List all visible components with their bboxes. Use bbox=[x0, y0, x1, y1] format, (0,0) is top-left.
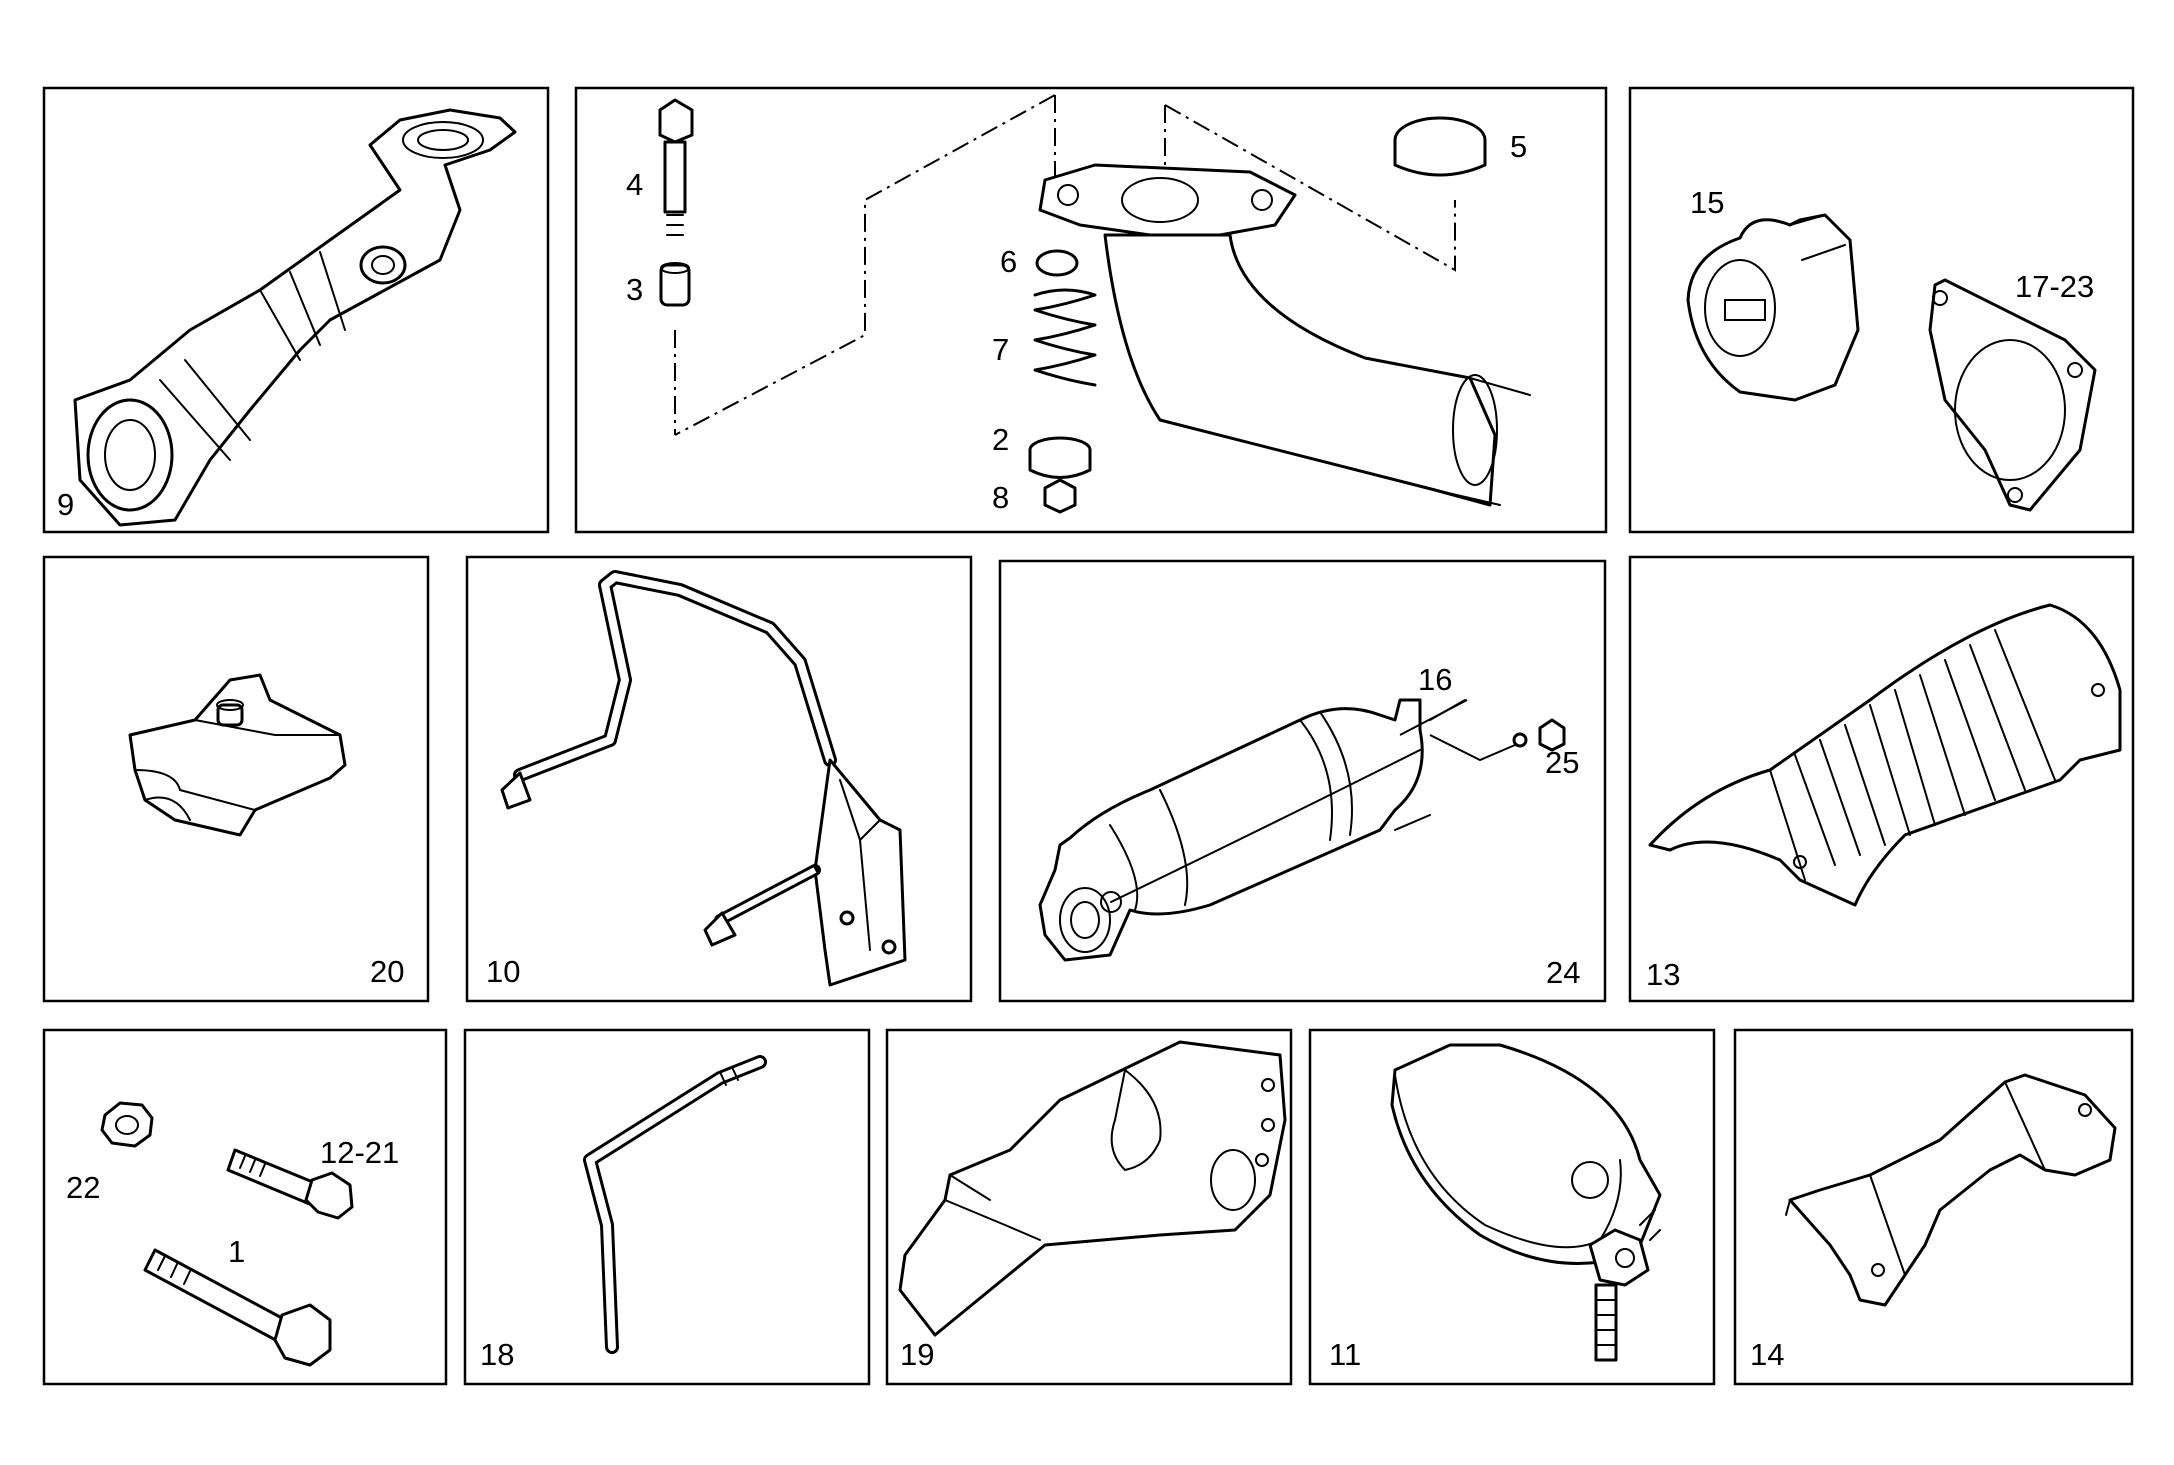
panel-24: 16 25 24 bbox=[998, 559, 1607, 1003]
callout-10: 10 bbox=[486, 954, 520, 989]
panel-14: 14 bbox=[1733, 1028, 2134, 1386]
panel-bolts-nut: 22 12-21 1 bbox=[42, 1028, 448, 1386]
heat-shield-19-drawing bbox=[898, 1040, 1287, 1337]
spring-7-drawing bbox=[1033, 288, 1097, 387]
callout-25: 25 bbox=[1545, 745, 1579, 780]
panel-18: 18 bbox=[463, 1028, 871, 1386]
callout-8: 8 bbox=[992, 480, 1009, 515]
callout-14: 14 bbox=[1750, 1337, 1784, 1372]
pipe-bracket-10-drawing bbox=[500, 570, 907, 987]
washer-25-drawing bbox=[1512, 732, 1528, 748]
callout-1: 1 bbox=[228, 1234, 245, 1269]
callout-24: 24 bbox=[1546, 955, 1580, 990]
bolt-1-drawing bbox=[143, 1248, 332, 1367]
callout-3: 3 bbox=[626, 272, 643, 307]
panel-20: 20 bbox=[42, 555, 430, 1003]
callout-16: 16 bbox=[1418, 662, 1452, 697]
sleeve-3-drawing bbox=[659, 262, 691, 307]
panel-mount-and-gasket: 15 17-23 bbox=[1628, 86, 2135, 534]
callout-18: 18 bbox=[480, 1337, 514, 1372]
callout-19: 19 bbox=[900, 1337, 934, 1372]
panel-11: 11 bbox=[1308, 1028, 1716, 1386]
callout-5: 5 bbox=[1510, 129, 1527, 164]
panel-10: 10 bbox=[465, 555, 973, 1003]
ring-2-drawing bbox=[1028, 436, 1092, 479]
callout-2: 2 bbox=[992, 422, 1009, 457]
panel-9: 9 bbox=[42, 86, 550, 534]
leader-line-16-25 bbox=[1399, 699, 1516, 762]
callout-13: 13 bbox=[1646, 957, 1680, 992]
callout-9: 9 bbox=[57, 487, 74, 522]
panel-13: 13 bbox=[1628, 555, 2135, 1003]
callout-17-23: 17-23 bbox=[2015, 269, 2094, 304]
nut-22-drawing bbox=[100, 1101, 154, 1148]
bolt-12-21-drawing bbox=[226, 1148, 354, 1220]
callout-15: 15 bbox=[1690, 185, 1724, 220]
callout-11: 11 bbox=[1329, 1337, 1361, 1372]
bolt-4-drawing bbox=[658, 98, 694, 236]
clamp-bracket-20-drawing bbox=[128, 673, 347, 837]
gasket-5-drawing bbox=[1393, 116, 1487, 177]
callout-7: 7 bbox=[992, 332, 1009, 367]
nut-25-drawing bbox=[1538, 718, 1566, 752]
band-clamp-11-drawing bbox=[1390, 1043, 1662, 1362]
particulate-filter-24-drawing bbox=[1038, 698, 1466, 962]
rubber-mount-15-drawing bbox=[1686, 213, 1860, 402]
catalytic-converter-drawing bbox=[73, 108, 517, 527]
callout-12-21: 12-21 bbox=[320, 1135, 399, 1170]
callout-22: 22 bbox=[66, 1170, 100, 1205]
flange-pipe-drawing bbox=[674, 94, 1531, 507]
washer-6-drawing bbox=[1035, 249, 1079, 277]
heat-shield-14-drawing bbox=[1785, 1073, 2117, 1307]
nut-8-drawing bbox=[1043, 478, 1077, 514]
callout-20: 20 bbox=[370, 954, 404, 989]
gasket-17-23-drawing bbox=[1928, 278, 2097, 512]
panel-19: 19 bbox=[885, 1028, 1293, 1386]
callout-4: 4 bbox=[626, 167, 643, 202]
callout-6: 6 bbox=[1000, 244, 1017, 279]
pipe-18-drawing bbox=[583, 1055, 767, 1354]
panel-flange-hardware: 4 3 6 7 2 8 5 bbox=[574, 86, 1608, 534]
heat-shield-13-drawing bbox=[1648, 603, 2122, 907]
